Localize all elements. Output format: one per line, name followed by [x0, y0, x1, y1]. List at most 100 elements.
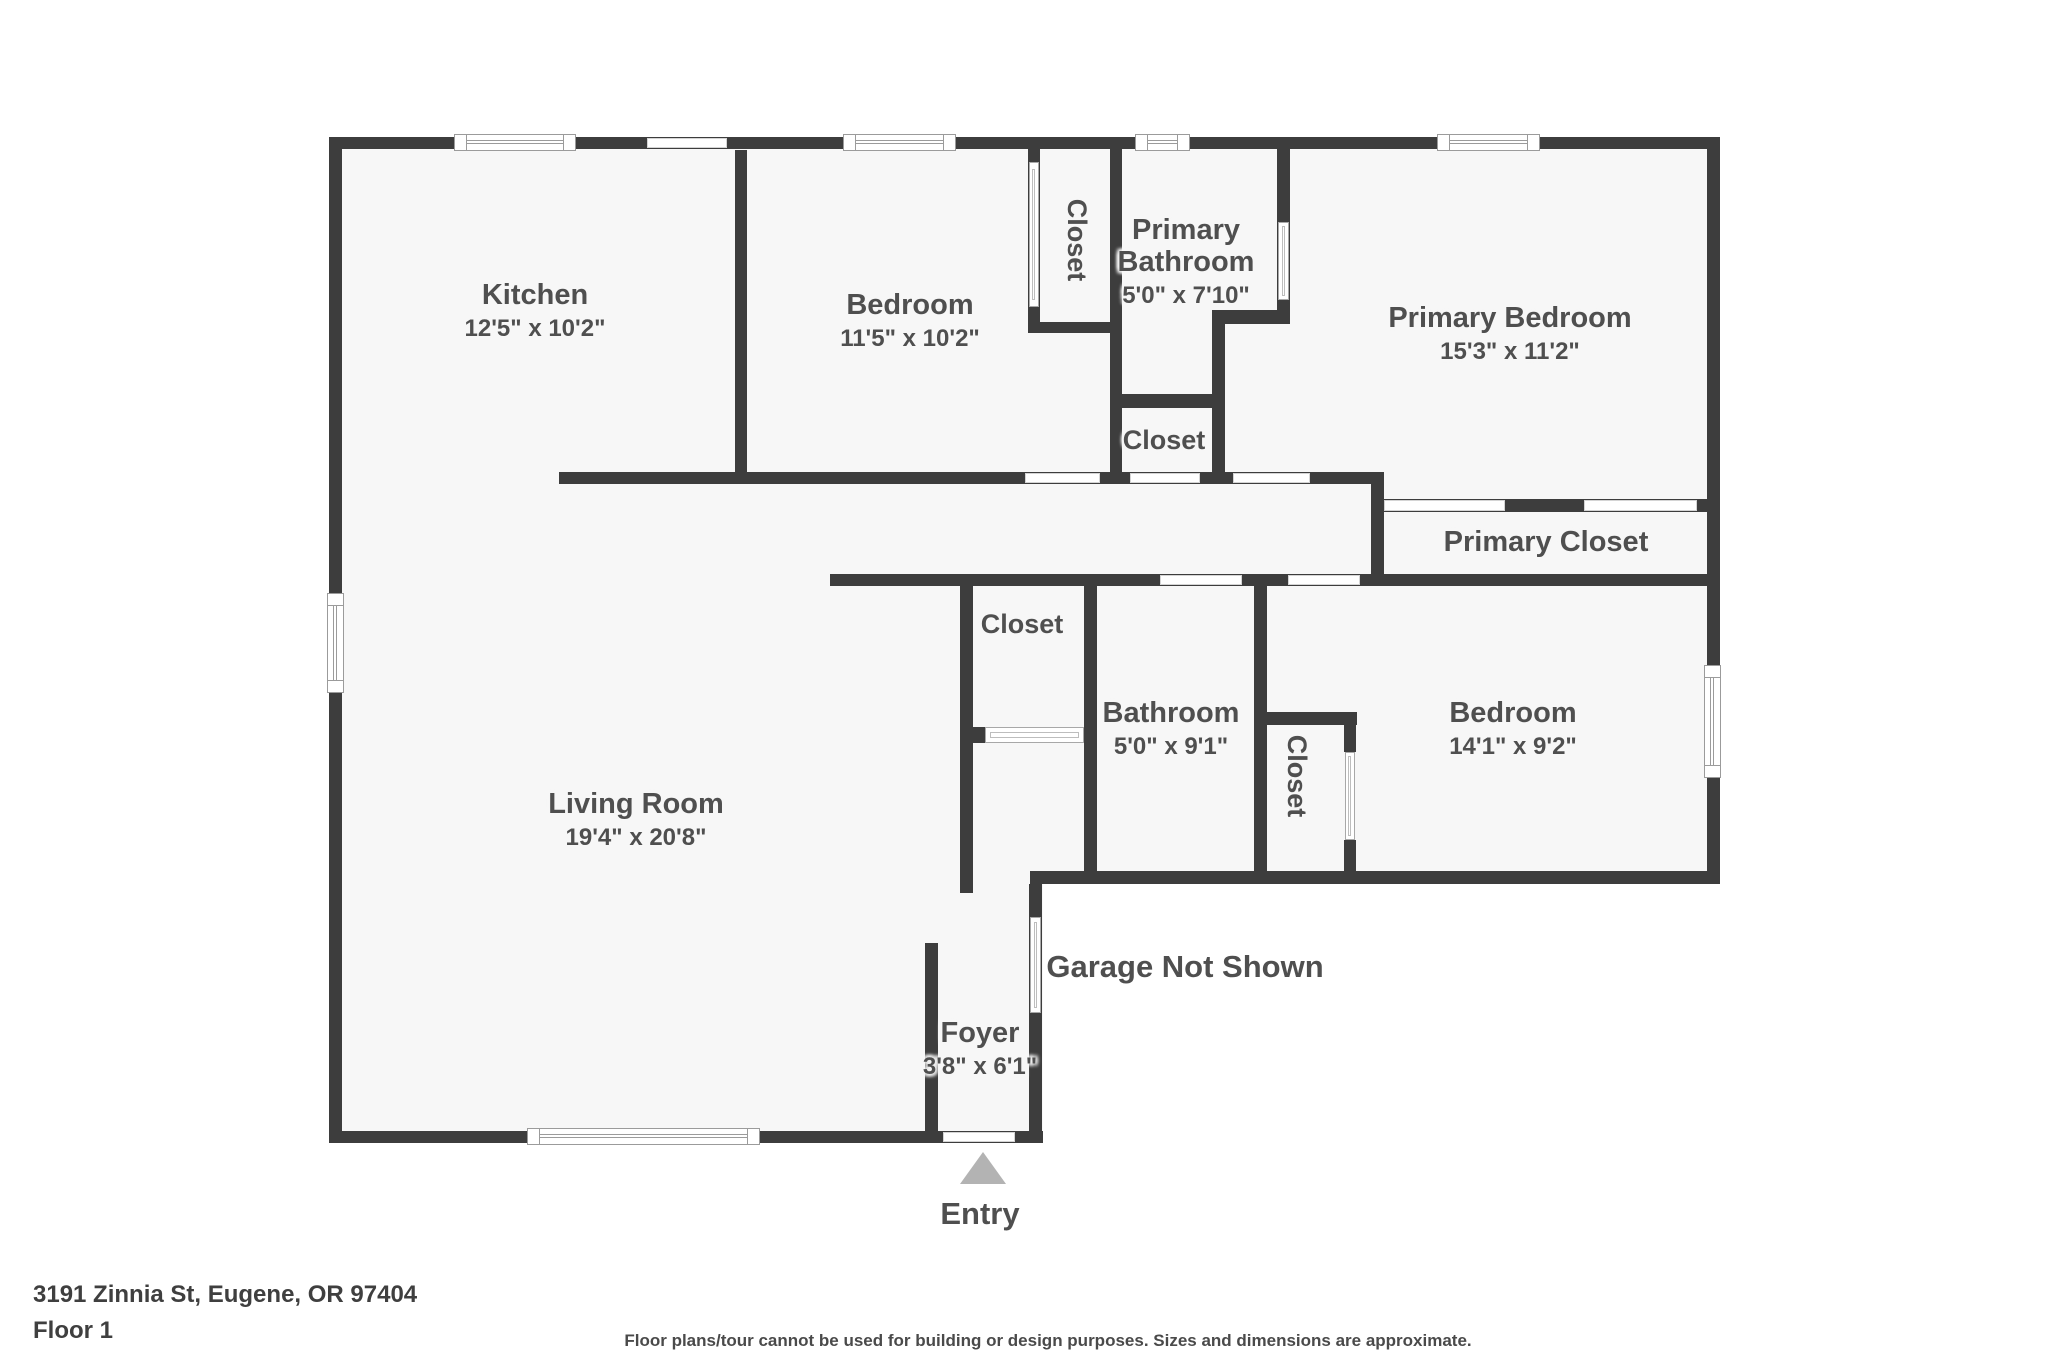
living-room-bottom-window-cap — [747, 1128, 760, 1145]
bathroom-closet-wall — [1254, 586, 1267, 884]
bedroom2-closet-jamb-bot — [1344, 840, 1356, 884]
bedroom2-closet-door — [1345, 752, 1355, 840]
room-name-bedroom2-closet: Closet — [1281, 734, 1312, 818]
living-closet-door — [985, 727, 1084, 743]
kitchen-window-mid — [467, 140, 563, 145]
bedroom2-door-opening — [1288, 575, 1360, 585]
primary-bedroom-door-opening — [1233, 473, 1310, 483]
bedroom2-window-mid — [1710, 678, 1715, 765]
room-name-bathroom: Bathroom — [1102, 696, 1240, 729]
living-closet-door-leaf — [989, 731, 1080, 738]
room-name-bedroom: Bedroom — [846, 288, 974, 321]
primary-closet-door-opening-2 — [1584, 500, 1697, 511]
room-name-living-room: Living Room — [548, 787, 724, 820]
room-name-primary-closet: Primary Closet — [1443, 526, 1649, 559]
bedroom-window-cap — [943, 134, 956, 151]
disclaimer-text: Floor plans/tour cannot be used for buil… — [624, 1331, 1472, 1350]
primary-bath-door — [1278, 222, 1289, 300]
primary-bath-bottom-wall — [1212, 310, 1290, 324]
primary-bath-window-cap — [1177, 134, 1190, 151]
bedroom2-window-cap — [1704, 665, 1721, 678]
garage-door — [1030, 917, 1041, 1013]
primary-bath-window-mid — [1148, 140, 1177, 145]
bedroom-window-cap — [843, 134, 856, 151]
room-dims-bathroom: 5'0" x 9'1" — [1113, 732, 1229, 760]
entry-arrow-icon — [960, 1152, 1006, 1184]
room-name-primary-bedroom: Primary Bedroom — [1388, 301, 1632, 334]
living-room-left-window — [327, 593, 344, 693]
property-address: 3191 Zinnia St, Eugene, OR 97404 — [33, 1281, 418, 1308]
room-dims-primary-bathroom: 5'0" x 7'10" — [1122, 281, 1250, 309]
floor-number-label: Floor 1 — [33, 1317, 114, 1344]
room-dims-kitchen: 12'5" x 10'2" — [464, 314, 606, 342]
room-name-living-closet: Closet — [980, 609, 1064, 640]
kitchen-bedroom-wall — [735, 150, 747, 472]
living-room-left-window-cap — [327, 680, 344, 693]
bedroom2-closet-top-wall — [1267, 712, 1357, 725]
bedroom2-closet-jamb-top — [1344, 712, 1356, 752]
mid-closet-top-wall — [1110, 394, 1225, 408]
bedroom-closet-door-leaf — [1032, 168, 1036, 301]
closet-bath-long-wall — [1110, 137, 1122, 484]
room-label-mid-closet: Closet — [1122, 425, 1206, 456]
room-name-foyer: Foyer — [940, 1016, 1020, 1049]
room-dims-foyer: 3'8" x 6'1" — [922, 1052, 1038, 1080]
entry-label: Entry — [940, 1196, 1020, 1231]
room-label-primary-bedroom: Primary Bedroom 15'3" x 11'2" — [1388, 301, 1632, 365]
primary-bath-window — [1135, 134, 1190, 151]
room-label-living-room: Living Room 19'4" x 20'8" — [548, 787, 724, 851]
living-room-left-window-cap — [327, 593, 344, 606]
bedroom2-closet-door-leaf — [1348, 756, 1352, 836]
primary-closet-door-opening-1 — [1384, 500, 1505, 511]
bedroom2-window-cap — [1704, 765, 1721, 778]
room-label-bathroom: Bathroom 5'0" x 9'1" — [1102, 696, 1240, 760]
room-name-bedroom2: Bedroom — [1449, 696, 1577, 729]
room-dims-living-room: 19'4" x 20'8" — [565, 823, 707, 851]
hallway-right-wall — [1371, 472, 1384, 586]
primary-bedroom-window-mid — [1450, 140, 1527, 145]
room-label-bedroom: Bedroom 11'5" x 10'2" — [840, 288, 980, 352]
room-label-kitchen: Kitchen 12'5" x 10'2" — [464, 278, 606, 342]
room-name-primary-bathroom: Primary Bathroom — [1117, 213, 1255, 278]
kitchen-window-cap — [563, 134, 576, 151]
floor-area-left — [329, 137, 1043, 1143]
kitchen-window — [454, 134, 576, 151]
room-name-mid-closet: Closet — [1122, 425, 1206, 456]
primary-bedroom-window-cap — [1437, 134, 1450, 151]
room-dims-primary-bedroom: 15'3" x 11'2" — [1440, 337, 1580, 365]
garage-not-shown-note: Garage Not Shown — [1046, 949, 1324, 984]
living-room-left-window-mid — [333, 606, 338, 680]
room-name-bedroom-closet: Closet — [1061, 198, 1092, 282]
living-room-bottom-window — [527, 1128, 760, 1145]
entry-door-opening — [943, 1132, 1015, 1142]
room-label-bedroom2-closet: Closet — [1281, 734, 1312, 818]
bathroom-left-wall — [1084, 586, 1097, 871]
room-label-foyer: Foyer 3'8" x 6'1" — [922, 1016, 1038, 1080]
hallway-bottom-wall — [830, 574, 1720, 586]
mid-closet-door-opening — [1130, 473, 1200, 483]
room-label-bedroom-closet: Closet — [1061, 198, 1092, 282]
kitchen-top-opening — [647, 138, 727, 148]
kitchen-window-cap — [454, 134, 467, 151]
garage-door-leaf — [1033, 921, 1037, 1009]
room-dims-bedroom: 11'5" x 10'2" — [840, 324, 980, 352]
outer-bottom-right-wall — [1030, 871, 1720, 884]
living-room-bottom-window-cap — [527, 1128, 540, 1145]
room-name-kitchen: Kitchen — [481, 278, 589, 311]
bedroom2-window — [1704, 665, 1721, 778]
primary-bath-door-leaf — [1281, 226, 1285, 296]
room-label-living-closet: Closet — [980, 609, 1064, 640]
room-label-primary-closet: Primary Closet — [1443, 526, 1649, 559]
living-closet-door-jamb — [960, 727, 985, 743]
bathroom-door-opening — [1160, 575, 1242, 585]
living-room-bottom-window-mid — [540, 1134, 747, 1139]
primary-bath-window-cap — [1135, 134, 1148, 151]
foyer-left-wall — [925, 943, 938, 1131]
bedroom-door-opening — [1025, 473, 1100, 483]
room-label-primary-bathroom: Primary Bathroom 5'0" x 7'10" — [1089, 213, 1284, 309]
primary-bedroom-window — [1437, 134, 1540, 151]
bedroom-window — [843, 134, 956, 151]
